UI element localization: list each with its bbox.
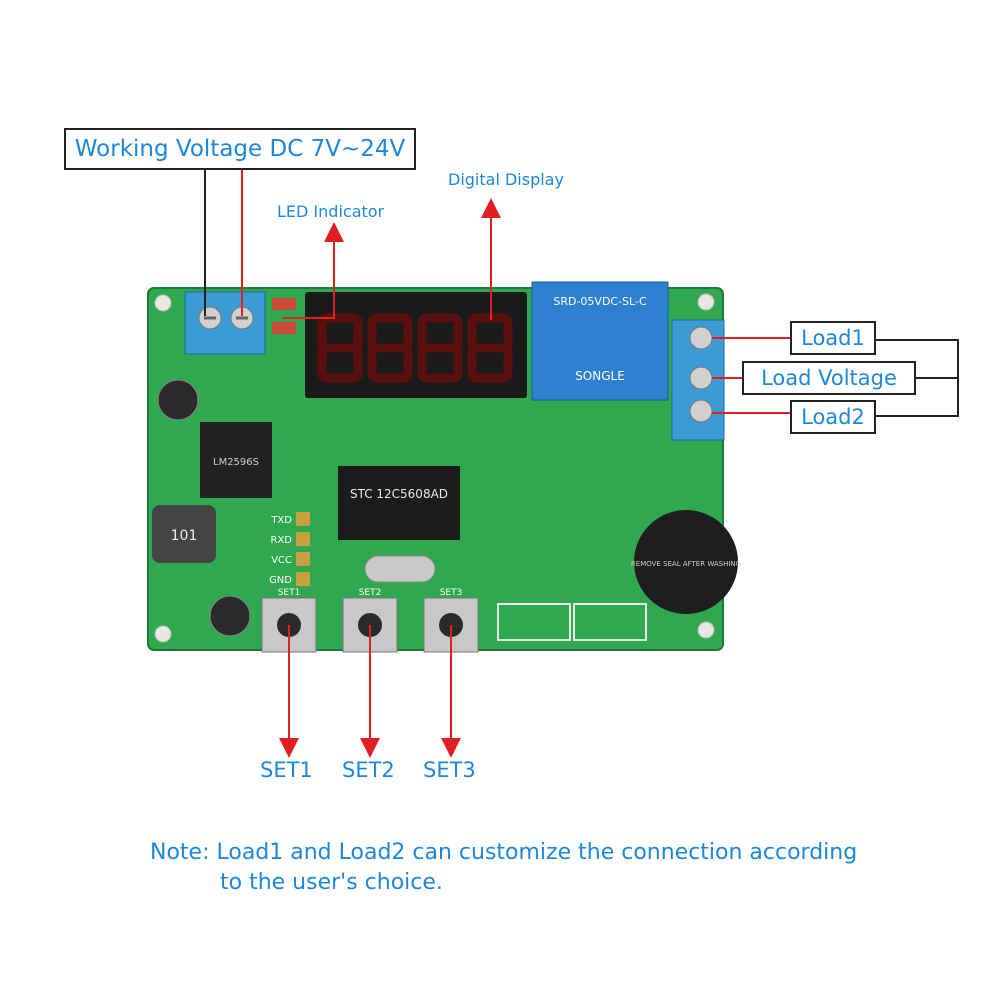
note-text: Note: Load1 and Load2 can customize the …: [150, 838, 857, 898]
connector-am1: [497, 603, 571, 641]
relay: SRD-05VDC-SL-C SONGLE: [531, 281, 669, 401]
led-indicator-label: LED Indicator: [277, 202, 385, 221]
voltage-regulator: LM2596S: [200, 422, 272, 498]
callout-lines: [204, 168, 959, 758]
capacitor-2: [209, 595, 251, 637]
mcu-label: STC 12C5608AD: [350, 487, 448, 501]
set3-label: SET3: [423, 758, 476, 782]
load1-label: Load1: [790, 321, 876, 355]
load-voltage-label: Load Voltage: [742, 361, 916, 395]
pin-txd: TXD: [270, 515, 292, 526]
serial-header: [296, 512, 310, 586]
working-voltage-label: Working Voltage DC 7V~24V: [64, 128, 416, 170]
inductor-label: 101: [171, 528, 198, 544]
btn-set2-print: SET2: [359, 588, 382, 598]
led-2: [272, 322, 296, 334]
pin-rxd: RXD: [271, 535, 293, 546]
power-terminal: [184, 291, 266, 355]
set2-label: SET2: [342, 758, 395, 782]
pin-gnd: GND: [269, 575, 292, 586]
btn-set3-print: SET3: [440, 588, 463, 598]
relay-brand: SONGLE: [575, 369, 625, 383]
mounting-holes: [154, 293, 715, 643]
pin-vcc: VCC: [271, 555, 292, 566]
note-line-2: to the user's choice.: [220, 870, 443, 895]
regulator-label: LM2596S: [213, 457, 259, 468]
seven-segment-display: [305, 292, 527, 398]
mcu-chip: STC 12C5608AD: [338, 466, 460, 540]
load2-label: Load2: [790, 400, 876, 434]
load-terminal: [671, 319, 725, 441]
inductor: 101: [152, 505, 216, 563]
led-1: [272, 298, 296, 310]
buzzer: REMOVE SEAL AFTER WASHING: [631, 510, 741, 614]
note-line-1: Note: Load1 and Load2 can customize the …: [150, 840, 858, 865]
capacitor-1: [157, 379, 199, 421]
connector-am2: [573, 603, 647, 641]
set1-label: SET1: [260, 758, 313, 782]
buzzer-label: REMOVE SEAL AFTER WASHING: [631, 560, 741, 568]
arrow-led-indicator: [282, 222, 344, 319]
digital-display-label: Digital Display: [448, 170, 564, 189]
relay-model: SRD-05VDC-SL-C: [553, 295, 647, 308]
btn-set1-print: SET1: [278, 588, 301, 598]
crystal: [364, 555, 436, 583]
